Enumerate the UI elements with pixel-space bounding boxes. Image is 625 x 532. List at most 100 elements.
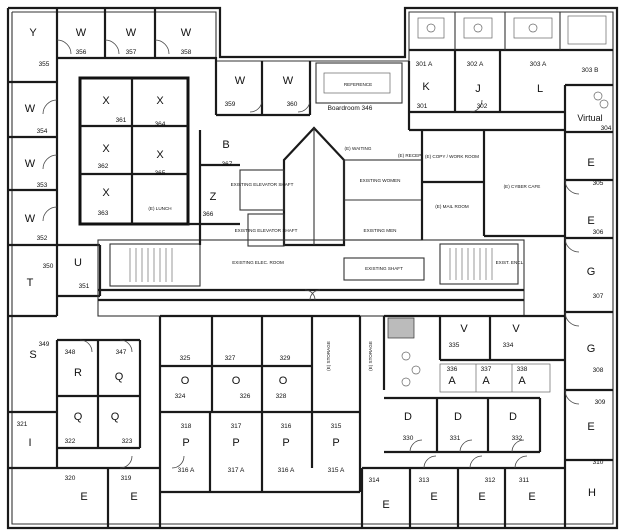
boardroom-table xyxy=(323,72,391,94)
room-letter: Q xyxy=(115,371,124,383)
room-letter: B xyxy=(222,139,229,151)
room-letter: Q xyxy=(111,411,120,423)
room-number: 364 xyxy=(155,121,166,128)
room-letter: X xyxy=(156,149,164,161)
room-number: 316 A xyxy=(178,467,195,474)
room-letter: W xyxy=(25,158,36,170)
room-number: 317 xyxy=(231,423,242,430)
room-number: 317 A xyxy=(228,467,245,474)
room-number: 329 xyxy=(280,355,291,362)
room-letter: W xyxy=(25,213,36,225)
room-number: 338 xyxy=(517,366,528,373)
enclosure-label: EXIST. ENCL. xyxy=(496,260,525,265)
room-number: 319 xyxy=(121,475,132,482)
elevator-shaft-2 xyxy=(247,213,285,247)
reference-label: REFERENCE xyxy=(344,82,372,87)
room-number: 315 A xyxy=(328,467,345,474)
elevator-shaft-1 xyxy=(239,169,285,211)
top-middle xyxy=(214,12,613,134)
room-letter: U xyxy=(74,257,82,269)
shaft-label: EXISTING SHAFT xyxy=(365,266,403,271)
room-letter: X xyxy=(102,95,110,107)
waiting-label: (E) WAITING xyxy=(345,146,372,151)
room-number: 306 xyxy=(593,229,604,236)
stair-left-treads xyxy=(129,248,173,282)
room-number: 358 xyxy=(181,49,192,56)
room-number: 353 xyxy=(37,182,48,189)
room-letter: E xyxy=(80,491,87,503)
room-number: 316 A xyxy=(278,467,295,474)
room-letter: O xyxy=(232,375,241,387)
room-number: 325 xyxy=(180,355,191,362)
lower-right xyxy=(360,314,565,528)
boardroom-label: Boardroom 346 xyxy=(328,105,373,112)
elevator-shaft-label: EXISTING ELEVATOR SHAFT xyxy=(231,182,294,187)
room-number: 365 xyxy=(155,170,166,177)
room-number: 305 xyxy=(593,180,604,187)
room-letter: E xyxy=(587,421,594,433)
room-letter: W xyxy=(283,75,294,87)
room-number: 303 A xyxy=(530,61,547,68)
lunch-label: (E) LUNCH xyxy=(148,206,171,211)
room-number: 360 xyxy=(287,101,298,108)
room-number: 312 xyxy=(485,477,496,484)
men-restroom-label: EXISTING MEN xyxy=(364,228,397,233)
stair-left xyxy=(109,243,201,287)
room-number: 324 xyxy=(175,393,186,400)
room-letter: Y xyxy=(29,27,37,39)
space-notes: Boardroom 346 REFERENCE Virtual (E) WAIT… xyxy=(148,82,602,371)
room-number: 301 A xyxy=(416,61,433,68)
exterior-wall xyxy=(6,6,619,530)
workstations xyxy=(417,15,609,109)
room-letter: P xyxy=(332,437,339,449)
corridor-band xyxy=(97,239,525,317)
room-letter: X xyxy=(102,143,110,155)
room-letter: A xyxy=(448,375,456,387)
room-number: 327 xyxy=(225,355,236,362)
reception-label: (E) RECEP. xyxy=(398,153,422,158)
women-restroom-label: EXISTING WOMEN xyxy=(360,178,401,183)
room-number: 362 xyxy=(98,163,109,170)
doors xyxy=(42,39,580,469)
room-number: 307 xyxy=(593,293,604,300)
room-letter: W xyxy=(25,103,36,115)
room-letter: A xyxy=(482,375,490,387)
right-wing xyxy=(563,132,613,528)
x-block-outline xyxy=(78,76,190,226)
room-letter: K xyxy=(422,81,430,93)
room-number: 315 xyxy=(331,423,342,430)
room-number: 354 xyxy=(37,128,48,135)
room-number: 302 A xyxy=(467,61,484,68)
room-number: 323 xyxy=(122,438,133,445)
room-number: 301 xyxy=(417,103,428,110)
room-letter: H xyxy=(588,487,596,499)
exterior-wall-inner xyxy=(11,11,614,525)
mail-room-label: (E) MAIL ROOM xyxy=(435,204,469,209)
room-number: 335 xyxy=(449,342,460,349)
room-number: 303 B xyxy=(582,67,599,74)
room-number: 347 xyxy=(116,349,127,356)
room-number: 336 xyxy=(447,366,458,373)
room-letter: D xyxy=(454,411,462,423)
room-number: 361 xyxy=(116,117,127,124)
room-letter: W xyxy=(126,27,137,39)
lower-middle xyxy=(158,314,415,494)
room-letter: E xyxy=(430,491,437,503)
room-letter: L xyxy=(537,83,543,95)
room-letter: X xyxy=(102,187,110,199)
existing-shaft xyxy=(343,257,425,281)
room-number: 356 xyxy=(76,49,87,56)
copy-work-label: (E) COPY / WORK ROOM xyxy=(425,154,479,159)
outer-walls xyxy=(6,6,619,530)
room-letter: P xyxy=(182,437,189,449)
storage-label: (E) STORAGE xyxy=(326,341,331,371)
room-letter: X xyxy=(156,95,164,107)
room-letter: E xyxy=(478,491,485,503)
room-letter: E xyxy=(528,491,535,503)
room-number: 349 xyxy=(39,341,50,348)
room-number: 309 xyxy=(595,399,606,406)
room-number: 326 xyxy=(240,393,251,400)
room-number: 350 xyxy=(43,263,54,270)
room-letter: I xyxy=(28,437,31,449)
room-letter: W xyxy=(181,27,192,39)
